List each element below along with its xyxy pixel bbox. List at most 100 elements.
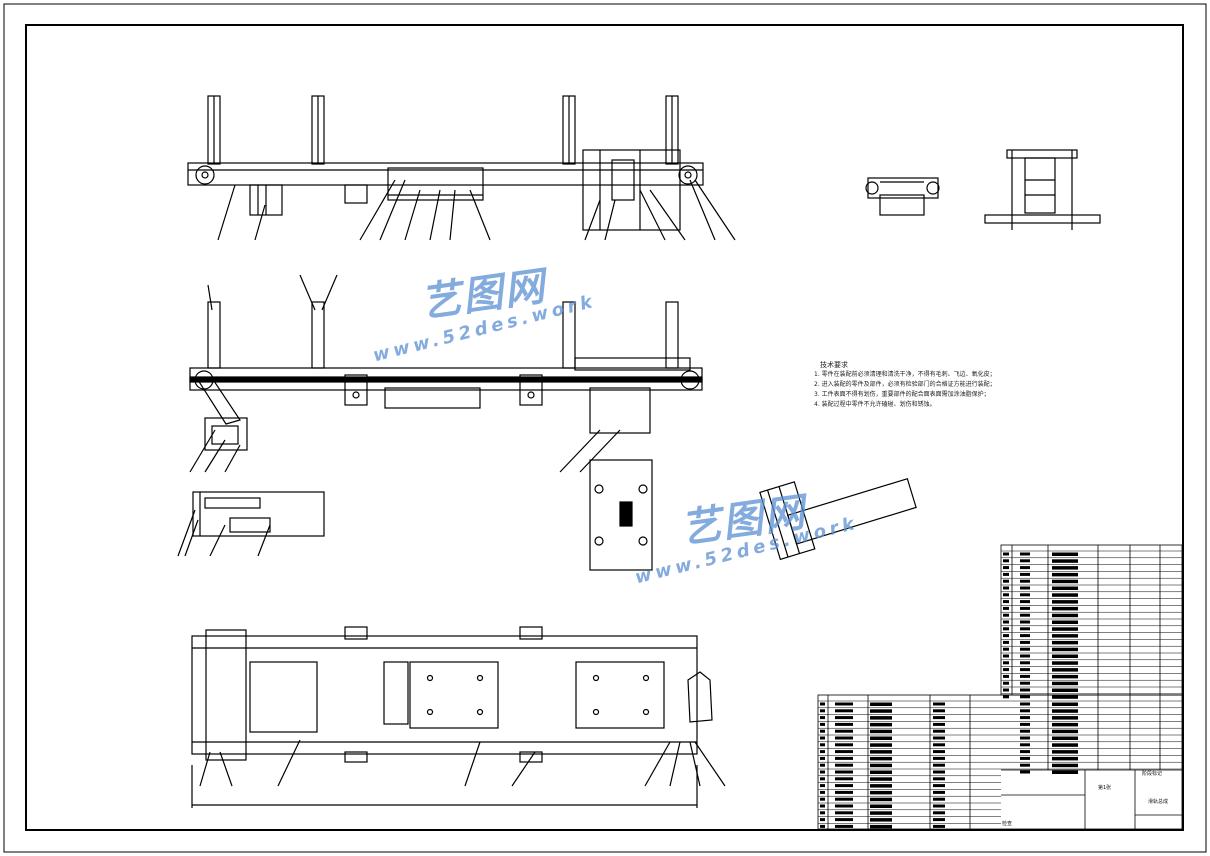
table-row-lines xyxy=(818,550,1182,829)
table-cell-text xyxy=(820,756,825,760)
table-cell-text xyxy=(1052,640,1078,645)
table-cell-text xyxy=(820,736,825,740)
drawing-name: 滑轨总成 xyxy=(1148,799,1169,805)
detail-part xyxy=(177,491,325,557)
table-cell-text xyxy=(1003,606,1009,610)
table-cell-text xyxy=(1052,552,1078,556)
table-cell-text xyxy=(1020,559,1030,563)
table-cell-text xyxy=(1052,559,1078,563)
notes-title: 技术要求 xyxy=(820,361,848,369)
table-cell-text xyxy=(1052,586,1078,590)
table-cell-text xyxy=(870,743,892,747)
table-cell-text xyxy=(1003,559,1009,563)
table-cell-text xyxy=(1003,674,1009,678)
table-cell-text xyxy=(1052,681,1078,686)
table-cell-text xyxy=(1052,572,1078,577)
table-cell-text xyxy=(820,716,825,720)
table-cell-text xyxy=(1052,627,1078,631)
table-cell-text xyxy=(933,818,945,822)
table-cell-text xyxy=(1020,634,1030,638)
table-cell-text xyxy=(1020,756,1030,760)
note-item: 2. 进入装配的零件及部件，必须有检验部门的合格证方能进行装配； xyxy=(814,381,996,388)
inner-border xyxy=(25,24,1184,831)
table-cell-text xyxy=(1052,634,1078,638)
plan-view xyxy=(191,626,726,808)
table-cell-text xyxy=(933,743,945,747)
table-cell-text xyxy=(1003,586,1009,590)
table-cell-text xyxy=(870,756,892,761)
table-cell-text xyxy=(933,750,945,754)
table-cell-text xyxy=(1003,647,1009,651)
front-view xyxy=(187,95,736,241)
table-cell-text xyxy=(820,818,825,822)
table-cell-text xyxy=(1052,613,1078,618)
table-cell-text xyxy=(870,790,892,795)
parts-list xyxy=(1000,544,1183,696)
table-cell-text xyxy=(1003,613,1009,617)
table-cell-text xyxy=(820,722,825,726)
table-cell-text xyxy=(820,784,825,788)
table-cell-text xyxy=(1020,613,1030,617)
table-cell-text xyxy=(1020,640,1030,644)
table-cell-text xyxy=(1020,586,1030,590)
table-cell-text xyxy=(933,797,945,801)
table-cell-text xyxy=(1020,579,1030,583)
table-cell-text xyxy=(1052,606,1078,611)
table-cell-text xyxy=(820,811,825,815)
table-cell-text xyxy=(820,750,825,754)
table-cell-text xyxy=(1052,736,1078,740)
table-cell-text xyxy=(933,790,945,794)
table-cell-text xyxy=(820,804,825,808)
second-view xyxy=(189,274,703,473)
table-cell-text xyxy=(933,811,945,815)
table-cell-text xyxy=(1020,681,1030,685)
table-cell-text xyxy=(835,743,853,747)
table-cell-text xyxy=(1052,702,1078,706)
table-cell-text xyxy=(1020,661,1030,665)
table-cell-text xyxy=(1003,681,1009,685)
table-cell-text xyxy=(1003,627,1009,631)
table-cell-text xyxy=(835,722,853,726)
table-cell-text xyxy=(870,736,892,740)
table-cell-text xyxy=(1020,743,1030,747)
table-cell-text xyxy=(1020,709,1030,713)
note-item: 1. 零件在装配前必须清理和清洗干净，不得有毛刺、飞边、氧化皮； xyxy=(814,371,996,378)
table-cell-text xyxy=(835,784,853,788)
note-item: 3. 工件表面不得有划伤，重要部件的配合面表面需加涂油脂保护； xyxy=(814,391,990,398)
table-cell-text xyxy=(820,797,825,801)
table-cell-text xyxy=(835,716,853,720)
table-cell-text xyxy=(1003,620,1009,624)
table-cell-text xyxy=(870,763,892,768)
table-cell-text xyxy=(870,818,892,822)
table-cell-text xyxy=(1020,606,1030,610)
table-cell-text xyxy=(835,756,853,760)
table-cell-text xyxy=(933,756,945,760)
side-view-a xyxy=(865,177,940,216)
table-cell-text xyxy=(1003,668,1009,672)
table-cell-text xyxy=(1052,750,1078,754)
table-cell-text xyxy=(870,797,892,802)
table-cell-text xyxy=(835,797,853,801)
table-cell-text xyxy=(1020,674,1030,678)
table-cell-text xyxy=(835,824,853,828)
table-cell-text xyxy=(1020,722,1030,726)
table-cell-text xyxy=(1052,566,1078,570)
table-cell-text xyxy=(1020,770,1030,774)
table-cell-text xyxy=(1003,634,1009,638)
table-cell-text xyxy=(1052,743,1078,747)
table-cell-text xyxy=(933,716,945,720)
table-cell-text xyxy=(870,709,892,713)
table-cell-text xyxy=(1020,593,1030,597)
table-cell-text xyxy=(1020,763,1030,767)
table-cell-text xyxy=(1003,640,1009,644)
table-cell-text xyxy=(1052,756,1078,761)
outer-border xyxy=(3,3,1207,853)
sheet-label: 第1张 xyxy=(1098,785,1112,791)
table-cell-text xyxy=(1052,674,1078,679)
table-cell-text xyxy=(1020,702,1030,706)
stage-label: 阶段标记 xyxy=(1142,771,1163,777)
table-cell-text xyxy=(1052,688,1078,692)
table-cell-text xyxy=(870,770,892,774)
table-cell-text xyxy=(1003,579,1009,583)
